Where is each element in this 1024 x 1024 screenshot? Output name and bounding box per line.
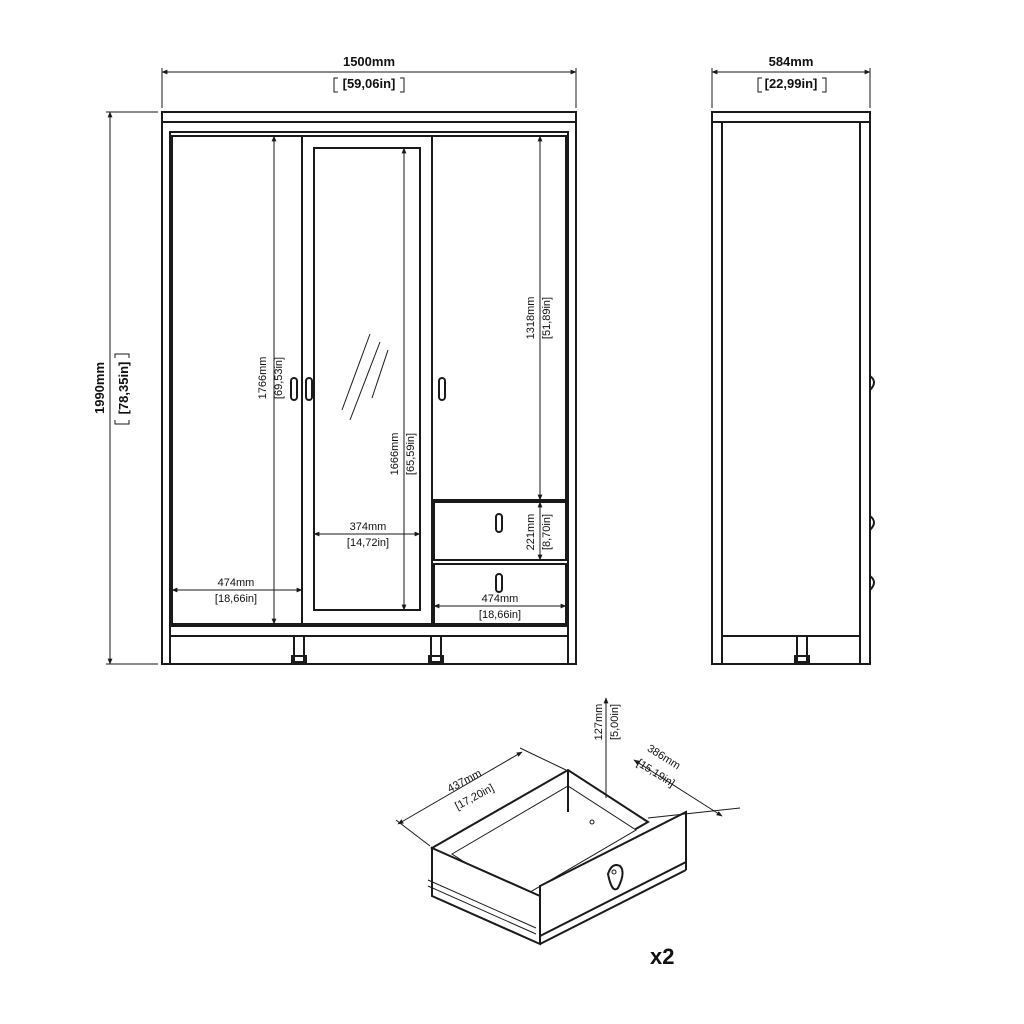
drawer-quantity: x2 [650,944,674,969]
front-view: 1500mm [59,06in] 1990mm [78,35in] 1766mm… [92,54,577,665]
depth-in: [22,99in] [765,76,818,91]
left-door-width-in: [18,66in] [215,593,257,605]
side-view: 584mm [22,99in] [711,54,875,665]
drawer-height-mm: 127mm [593,704,605,741]
right-door-height-mm: 1318mm [525,297,537,340]
mirror-panel [313,147,421,611]
drawer-view: 437mm [17,20in] 127mm [5,00in] 386mm [15… [395,697,741,969]
drawer-height-in: [5,00in] [609,704,621,740]
right-door [431,135,567,501]
overall-width-in: [59,06in] [343,76,396,91]
overall-width-mm: 1500mm [343,54,395,69]
lower-drawer [433,563,567,625]
overall-height-in: [78,35in] [116,362,131,415]
mirror-height-mm: 1666mm [389,433,401,476]
drawer-handle-icon [606,864,624,891]
left-door-height-mm: 1766mm [257,357,269,400]
mirror-width-in: [14,72in] [347,537,389,549]
depth-mm: 584mm [769,54,814,69]
leg-icon [794,635,810,665]
right-width-in: [18,66in] [479,609,521,621]
left-door-width-mm: 474mm [218,577,255,589]
overall-height-mm: 1990mm [92,362,107,414]
right-width-mm: 474mm [482,593,519,605]
door-handle-icon [290,377,503,593]
drawer-height-in: [8,70in] [541,514,553,550]
drawer-height-mm: 221mm [525,514,537,551]
mirror-door [301,135,433,625]
upper-drawer [433,501,567,561]
leg-icon [291,635,444,665]
right-door-height-in: [51,89in] [541,297,553,339]
mirror-height-in: [65,59in] [405,433,417,475]
left-door-height-in: [69,53in] [273,357,285,399]
mirror-width-mm: 374mm [350,521,387,533]
